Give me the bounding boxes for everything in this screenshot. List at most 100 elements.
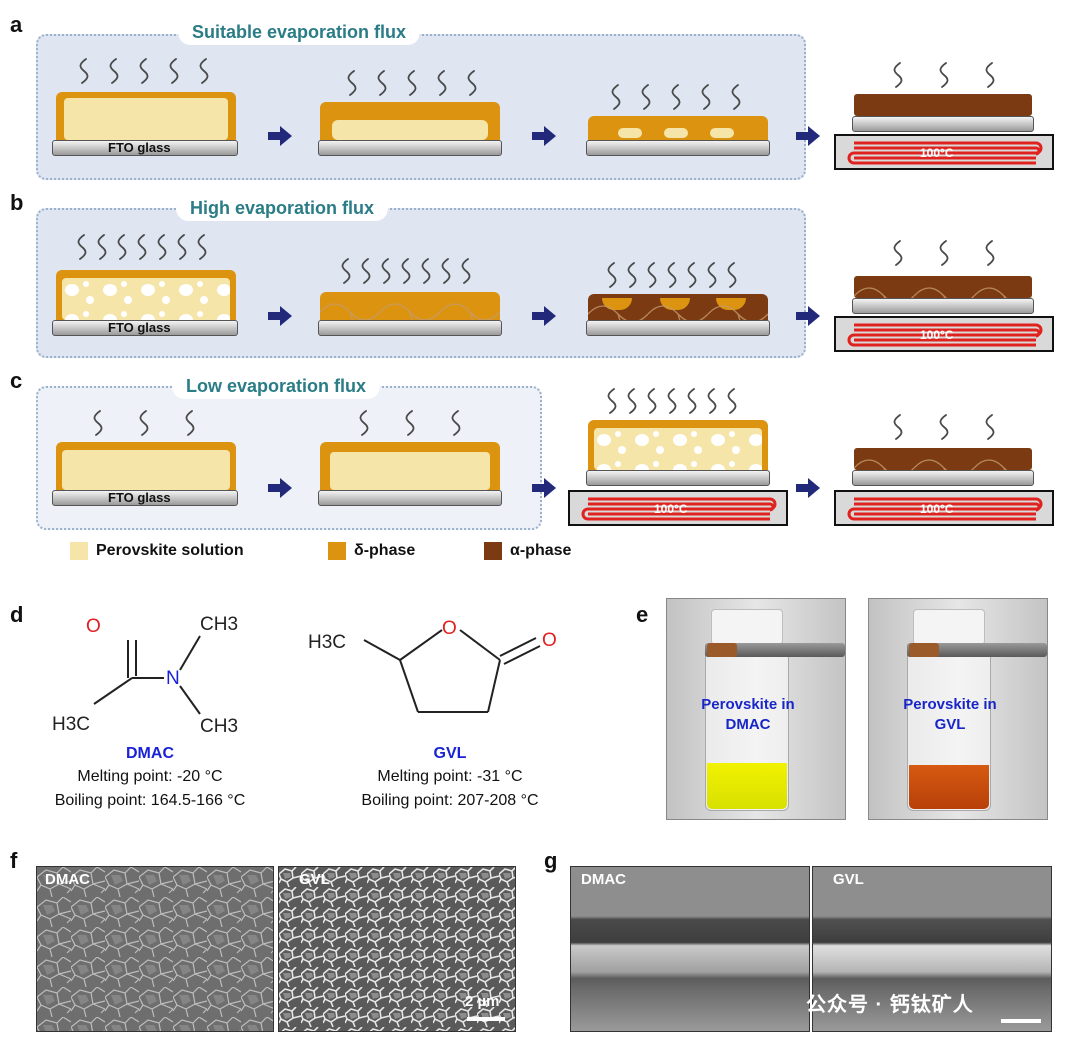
gvl-name: GVL [433,745,467,762]
legend-label-alpha: α-phase [510,542,572,559]
panel-label-b: b [10,190,24,215]
gvl-ring-o: O [442,618,457,639]
dmac-h3c: H3C [52,714,90,735]
fto-glass-c2 [318,490,502,506]
sem-top-gvl: GVL 2 µm [278,866,516,1032]
gvl-boiling-point: Boiling point: 207-208 °C [361,792,539,809]
dmac-atom-n: N [166,668,180,689]
evaporation-waves-a4 [893,62,995,88]
dmac-structure: O N CH3 CH3 H3C [52,614,238,737]
film-a4 [854,94,1032,116]
temperature-label: 100°C [920,328,954,342]
sem-cross-dmac: DMAC [570,866,810,1032]
row-c-title: Low evaporation flux [172,374,381,399]
fto-glass-a4 [852,116,1034,132]
dmac-melting-point: Melting point: -20 °C [77,768,223,785]
film-c1 [56,442,236,490]
fto-glass-b3 [586,320,770,336]
legend-label-delta: δ-phase [354,542,416,559]
vial-photo-dmac: Perovskite in DMAC [666,598,846,820]
fto-glass-c3 [586,470,770,486]
evaporation-waves-b1 [77,234,207,260]
hotplate-c1: 100°C [568,490,788,526]
panel-label-d: d [10,602,24,627]
arrow-icon [532,306,556,326]
film-b4 [854,276,1032,298]
sem-top-dmac: DMAC [36,866,274,1032]
panel-label-a: a [10,12,23,37]
fto-glass-c4 [852,470,1034,486]
sem-label-g-gvl: GVL [833,871,864,888]
evaporation-waves-a2 [347,70,477,96]
temperature-label: 100°C [920,502,954,516]
sem-label-g-dmac: DMAC [581,871,626,888]
film-b2 [320,292,500,320]
dmac-name: DMAC [126,745,174,762]
evaporation-waves-c1 [93,410,195,436]
gvl-melting-point: Melting point: -31 °C [377,768,523,785]
dmac-atom-o: O [86,616,101,637]
arrow-icon [268,126,292,146]
fto-glass-b1 [52,320,238,336]
film-a1 [56,92,236,140]
film-c2 [320,442,500,490]
film-c4 [854,448,1032,470]
temperature-label: 100°C [654,502,688,516]
vial-photo-gvl: Perovskite in GVL [868,598,1048,820]
fto-glass-c1 [52,490,238,506]
dmac-ch3-bottom: CH3 [200,716,238,737]
film-c3 [588,420,768,470]
row-a-title: Suitable evaporation flux [178,20,421,45]
fto-glass-label-a: FTO glass [108,140,171,155]
legend-swatch-solution [70,542,88,560]
film-a3 [588,116,768,140]
scale-bar-label: 2 µm [465,993,500,1010]
evaporation-waves-b3 [607,262,737,288]
arrow-icon [268,478,292,498]
fto-glass-b4 [852,298,1034,314]
fto-glass-a3 [586,140,770,156]
arrow-icon [268,306,292,326]
arrow-icon [796,306,820,326]
arrow-icon [796,478,820,498]
sem-label-f-gvl: GVL [299,871,330,888]
legend-swatch-delta [328,542,346,560]
panel-label-c: c [10,368,23,393]
arrow-icon [796,126,820,146]
evaporation-waves-a1 [79,58,209,84]
scale-bar [467,1017,505,1021]
evaporation-waves-a3 [611,84,741,110]
fto-glass-label-b: FTO glass [108,320,171,335]
evaporation-waves-c4 [893,414,995,440]
gvl-structure: O O H3C [308,618,557,713]
scale-bar-g [1001,1019,1041,1023]
watermark-text: 公众号 · 钙钛矿人 [806,994,974,1016]
evaporation-waves-c3 [607,388,737,414]
temperature-label: 100°C [920,146,954,160]
arrow-icon [532,126,556,146]
panel-label-g: g [544,848,558,873]
fto-glass-a2 [318,140,502,156]
film-b1 [56,270,236,320]
sem-cross-gvl: GVL [812,866,1052,1032]
evaporation-waves-b2 [341,258,471,284]
vial-label-dmac: Perovskite in DMAC [701,696,795,733]
fto-glass-b2 [318,320,502,336]
evaporation-waves-b4 [893,240,995,266]
dmac-ch3-top: CH3 [200,614,238,635]
gvl-h3c: H3C [308,632,346,653]
panel-label-f: f [10,848,18,873]
hotplate-b: 100°C [834,316,1054,352]
fto-glass-a1 [52,140,238,156]
panel-label-e: e [636,602,649,627]
arrow-icon [532,478,556,498]
legend-swatch-alpha [484,542,502,560]
dmac-boiling-point: Boiling point: 164.5-166 °C [54,792,246,809]
hotplate-c2: 100°C [834,490,1054,526]
evaporation-waves-c2 [359,410,461,436]
row-b-title: High evaporation flux [176,196,389,221]
sem-label-f-dmac: DMAC [45,871,90,888]
hotplate-a: 100°C [834,134,1054,170]
film-b3 [588,294,768,320]
gvl-keto-o: O [542,630,557,651]
